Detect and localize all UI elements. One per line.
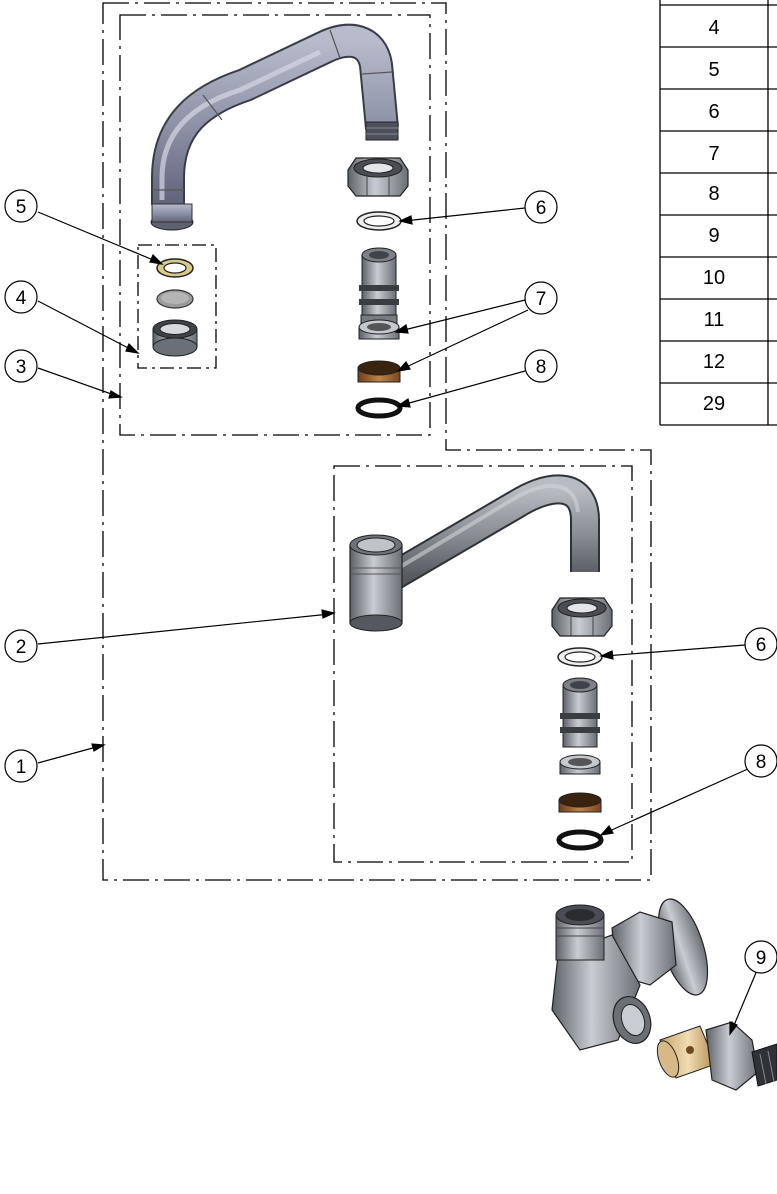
brass-ring-upper [357, 360, 401, 383]
table-cell-item: 8 [708, 183, 719, 205]
o-ring-upper [355, 397, 403, 419]
table-cell-item: 5 [708, 59, 719, 81]
balloon-9-label: 9 [756, 948, 767, 969]
valve-body [551, 898, 709, 1051]
coupling-nut-lower [551, 597, 613, 637]
brass-ring-lower [558, 792, 602, 813]
table-cell-item: 6 [708, 101, 719, 123]
assembly-boundary-1 [102, 2, 652, 881]
spout-body-upper [359, 247, 399, 324]
balloon-2-label: 2 [16, 637, 27, 658]
aerator-screen [156, 289, 194, 309]
o-ring-lower [556, 829, 604, 851]
swing-spout-lower [349, 474, 600, 632]
assembly-boundary-3 [119, 14, 431, 436]
table-cell-item: 9 [708, 225, 719, 247]
flat-washer-upper [356, 211, 402, 231]
balloon-1: 1 [4, 749, 38, 783]
coupling-nut-upper [347, 157, 409, 197]
balloon-4-label: 4 [16, 288, 27, 309]
balloon-5: 5 [4, 189, 38, 223]
balloon-6-upper-label: 6 [536, 198, 547, 219]
balloon-6-lower-label: 6 [756, 635, 767, 656]
table-cell-item: 29 [703, 393, 725, 415]
swing-spout-upper [150, 23, 399, 231]
table-cell-item: 7 [708, 143, 719, 165]
balloon-2: 2 [4, 629, 38, 663]
leader-lines [37, 207, 759, 1036]
table-cell-item: 10 [703, 267, 725, 289]
balloon-4: 4 [4, 280, 38, 314]
table-cell-item: 11 [704, 309, 725, 331]
flat-washer-lower [557, 647, 603, 667]
balloon-8-upper-label: 8 [536, 357, 547, 378]
balloon-9: 9 [744, 940, 777, 974]
table-cell-item: 4 [708, 17, 719, 39]
balloon-3: 3 [4, 349, 38, 383]
aerator-body [152, 319, 198, 357]
balloon-7-label: 7 [536, 289, 547, 310]
parts-table: 4 5 6 7 8 9 10 11 12 29 [659, 0, 777, 426]
balloon-3-label: 3 [16, 357, 27, 378]
spout-body-lower [560, 677, 600, 748]
balloon-5-label: 5 [16, 197, 27, 218]
spacer-ring-lower [559, 754, 601, 775]
balloon-7: 7 [524, 281, 558, 315]
balloon-6-lower: 6 [744, 627, 777, 661]
balloon-1-label: 1 [16, 757, 27, 778]
table-cell-item: 12 [703, 351, 725, 373]
balloon-8-upper: 8 [524, 349, 558, 383]
aerator-washer [156, 258, 194, 278]
assembly-boundary-2 [333, 465, 633, 863]
assembly-boundary-4 [137, 244, 217, 369]
balloon-6-upper: 6 [524, 190, 558, 224]
spacer-ring-upper [358, 319, 400, 340]
balloon-8-lower: 8 [744, 744, 777, 778]
balloon-8-lower-label: 8 [756, 752, 767, 773]
valve-cartridge [656, 1021, 777, 1091]
